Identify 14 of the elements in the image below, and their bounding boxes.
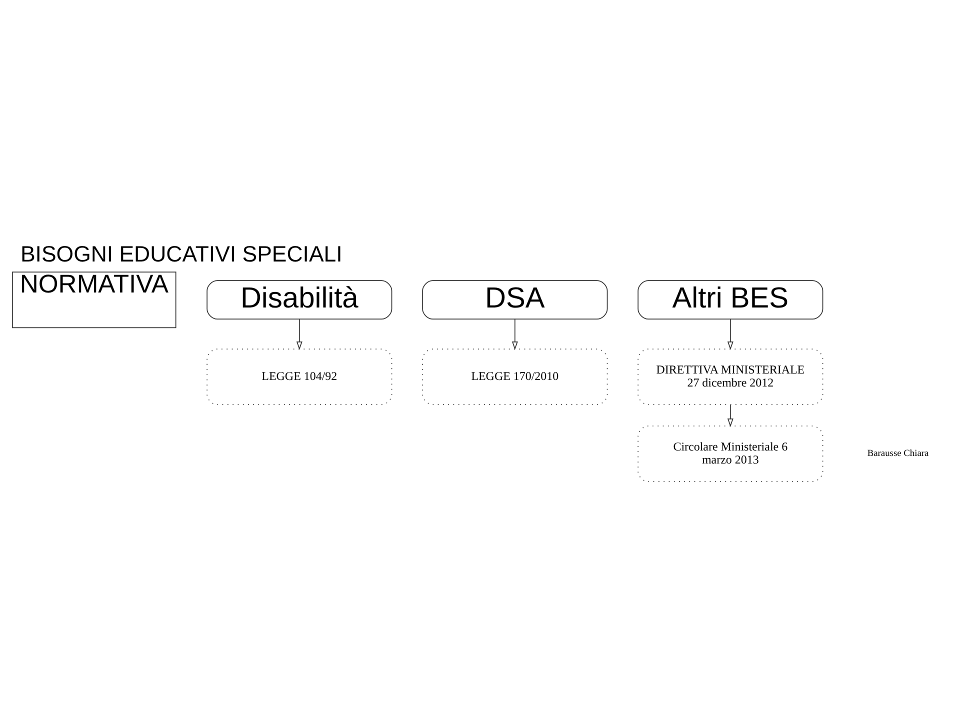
node-box: LEGGE 170/2010 <box>422 348 608 406</box>
arrow <box>727 318 734 350</box>
arrow <box>512 318 518 350</box>
node-box: Circolare Ministeriale 6 marzo 2013 <box>638 426 824 482</box>
arrow <box>727 404 734 428</box>
node-box: Disabilità <box>206 280 392 320</box>
node-box: DIRETTIVA MINISTERIALE 27 dicembre 2012 <box>638 348 824 406</box>
node-box: NORMATIVA <box>12 272 176 328</box>
diagram-title: BISOGNI EDUCATIVI SPECIALI <box>20 242 342 267</box>
node-box: LEGGE 104/92 <box>206 348 392 406</box>
node-box: DSA <box>422 280 608 320</box>
node-box: Altri BES <box>638 280 824 320</box>
arrow <box>296 318 302 350</box>
label: Barausse Chiara <box>867 449 929 460</box>
